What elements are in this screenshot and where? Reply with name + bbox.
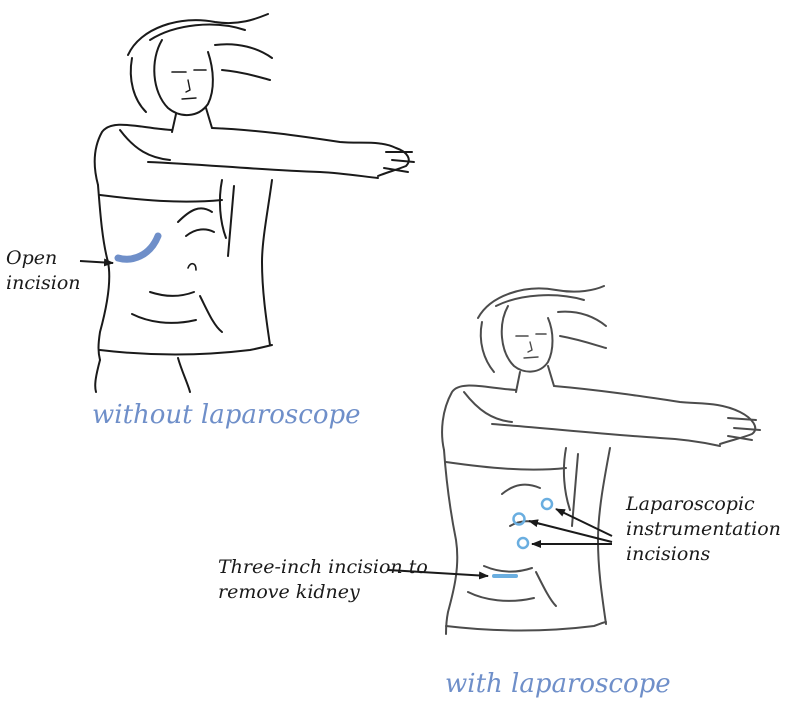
arm-right-b xyxy=(554,386,755,444)
hair-b xyxy=(478,286,604,318)
laparoscopic-label-line-1: Laparoscopic xyxy=(626,492,755,516)
shoulder-left-a xyxy=(95,125,172,185)
open-incision-mark xyxy=(118,236,158,259)
figure-laparoscopic-surgery xyxy=(442,286,760,634)
laparoscopic-label-line-2: instrumentation xyxy=(626,517,781,541)
shoulder-left-b xyxy=(442,386,516,450)
open-incision-label-line-2: incision xyxy=(6,271,81,295)
kidney-incision-label-line-1: Three-inch incision to xyxy=(218,555,428,579)
torso-left-edge-b xyxy=(444,450,457,634)
port-upper-right xyxy=(542,499,552,509)
instrument-arrow-1 xyxy=(556,509,612,536)
open-incision-label-line-1: Open xyxy=(6,246,57,270)
hair-a xyxy=(128,14,268,55)
torso-right-edge-a xyxy=(262,180,272,345)
face-a xyxy=(154,40,213,115)
torso-right-edge-b xyxy=(598,448,610,624)
figure-open-surgery xyxy=(95,14,414,392)
caption-without-laparoscope: without laparoscope xyxy=(92,400,361,430)
laparoscopic-label-line-3: incisions xyxy=(626,542,710,566)
caption-with-laparoscope: with laparoscope xyxy=(445,669,671,699)
arm-right-a xyxy=(212,128,409,176)
face-b xyxy=(502,306,553,372)
torso-left-edge-a xyxy=(98,185,109,360)
port-markers xyxy=(514,499,553,548)
port-lower xyxy=(518,538,528,548)
kidney-incision-label-line-2: remove kidney xyxy=(218,580,360,604)
